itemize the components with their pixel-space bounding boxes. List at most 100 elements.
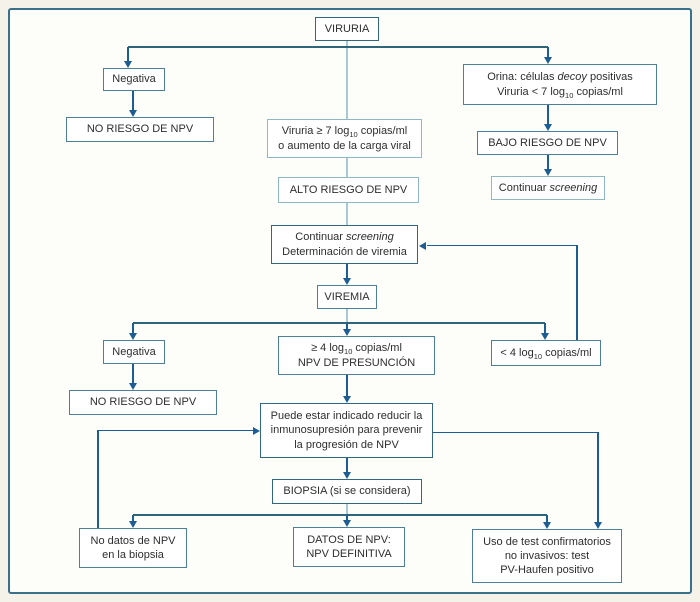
arrowhead-down-icon [129,333,137,340]
node-no-riesgo-top: NO RIESGO DE NPV [66,117,214,142]
node-line: Viruria < 7 log10 copias/ml [497,85,623,99]
arrowhead-down-icon [124,61,132,68]
node-label: BAJO RIESGO DE NPV [488,136,607,149]
node-label: BIOPSIA (si se considera) [283,485,411,498]
arrow-stem [132,323,134,333]
arrow-stem [544,323,546,333]
connector-line [346,504,348,515]
node-bajo-riesgo: BAJO RIESGO DE NPV [477,131,618,155]
node-alto-riesgo: ALTO RIESGO DE NPV [278,177,419,203]
feedback-line-left [98,429,253,431]
text-segment: copias/ml [573,85,623,98]
arrow-stem [346,515,348,520]
node-label: Negativa [112,73,156,86]
text-segment: Continuar [498,181,550,194]
node-label: VIREMIA [324,290,370,303]
node-label: Negativa [112,345,156,358]
connector-line [346,309,348,323]
arrow-stem [346,375,348,396]
node-line: Continuar screening [499,181,597,195]
arrowhead-down-icon [343,520,351,527]
text-segment: ≥ 4 log [311,342,345,355]
arrow-stem [127,47,129,61]
node-no-datos-biopsia: No datos de NPV en la biopsia [79,528,187,568]
node-biopsia: BIOPSIA (si se considera) [272,479,422,504]
arrowhead-down-icon [343,472,351,479]
node-line: Puede estar indicado reducir la [270,410,423,423]
node-line: en la biopsia [102,549,164,561]
arrow-stem [546,515,548,522]
split-line-top [128,46,548,48]
node-line: PV-Haufen positivo [500,564,594,577]
text-segment: copias/ml [357,125,408,138]
arrowhead-down-icon [343,278,351,285]
node-test-confirmatorios: Uso de test confirmatorios no invasivos:… [472,529,622,583]
connector-line [346,47,348,119]
split-line-biopsia [133,514,547,516]
arrowhead-down-icon [129,521,137,528]
node-viremia: VIREMIA [317,285,377,309]
subscript: 10 [349,130,358,140]
node-line: Viruria ≥ 7 log10 copias/ml [282,124,407,138]
node-negativa-bottom: Negativa [103,340,165,364]
node-label: ALTO RIESGO DE NPV [289,183,408,196]
arrow-stem [132,364,134,383]
node-viruria-ge7: Viruria ≥ 7 log10 copias/ml o aumento de… [267,119,422,158]
node-label: NO RIESGO DE NPV [89,396,197,409]
node-line: Orina: células decoy positivas [487,70,633,84]
arrow-stem [346,264,348,278]
text-segment: Viruria ≥ 7 log [281,125,350,138]
arrowhead-down-icon [343,396,351,403]
node-ge4-presuncion: ≥ 4 log10 copias/ml NPV DE PRESUNCIÓN [278,336,435,375]
text-segment: positivas [586,71,633,84]
arrow-stem [547,47,549,57]
arrowhead-down-icon [544,169,552,176]
text-segment-italic: screening [346,231,394,244]
arrowhead-left-icon [419,241,426,250]
text-segment: copias/ml [352,342,402,355]
node-datos-npv-definitiva: DATOS DE NPV: NPV DEFINITIVA [293,527,405,567]
node-line: inmunosupresión para prevenir [270,424,423,437]
node-label: NO RIESGO DE NPV [86,123,194,136]
subscript: 10 [344,347,353,357]
arrowhead-down-icon [541,333,549,340]
node-line: DATOS DE NPV: [307,533,391,546]
node-line: no invasivos: test [504,549,590,562]
node-line: Uso de test confirmatorios [483,535,611,548]
node-lt4: < 4 log10 copias/ml [491,340,601,366]
connector-line [346,203,348,225]
node-line: ≥ 4 log10 copias/ml [311,341,402,355]
node-reducir-inmunosupresion: Puede estar indicado reducir la inmunosu… [260,403,433,458]
feedback-line-right [597,432,599,522]
node-line: la progresión de NPV [294,438,399,451]
subscript: 10 [533,352,543,362]
arrow-stem [346,323,348,329]
node-negativa-top: Negativa [103,68,165,91]
split-line-viremia [133,322,545,324]
node-line: < 4 log10 copias/ml [500,346,591,360]
arrow-stem [132,515,134,521]
feedback-line-lt4 [427,244,578,246]
text-segment: Viruria < 7 log [497,85,566,98]
text-segment: < 4 log [500,346,534,359]
node-line: Determinación de viremia [282,245,407,258]
arrowhead-down-icon [594,522,602,529]
text-segment: copias/ml [542,346,592,359]
arrow-stem [132,91,134,110]
feedback-line-lt4 [576,245,578,340]
node-continuar-screening: Continuar screening [491,176,605,200]
node-line: NPV DEFINITIVA [306,548,392,560]
feedback-line-left [97,430,99,528]
node-continuar-determinacion: Continuar screening Determinación de vir… [271,225,418,264]
text-segment: Continuar [295,231,347,244]
node-label: VIRURIA [324,22,370,35]
arrow-stem [547,155,549,169]
node-no-riesgo-bottom: NO RIESGO DE NPV [69,390,217,415]
text-segment: Orina: células [487,71,558,84]
arrowhead-down-icon [129,110,137,117]
connector-line [346,41,348,47]
arrowhead-down-icon [129,383,137,390]
node-line: o aumento de la carga viral [278,139,411,152]
subscript: 10 [565,90,574,100]
text-segment-italic: screening [549,181,598,194]
